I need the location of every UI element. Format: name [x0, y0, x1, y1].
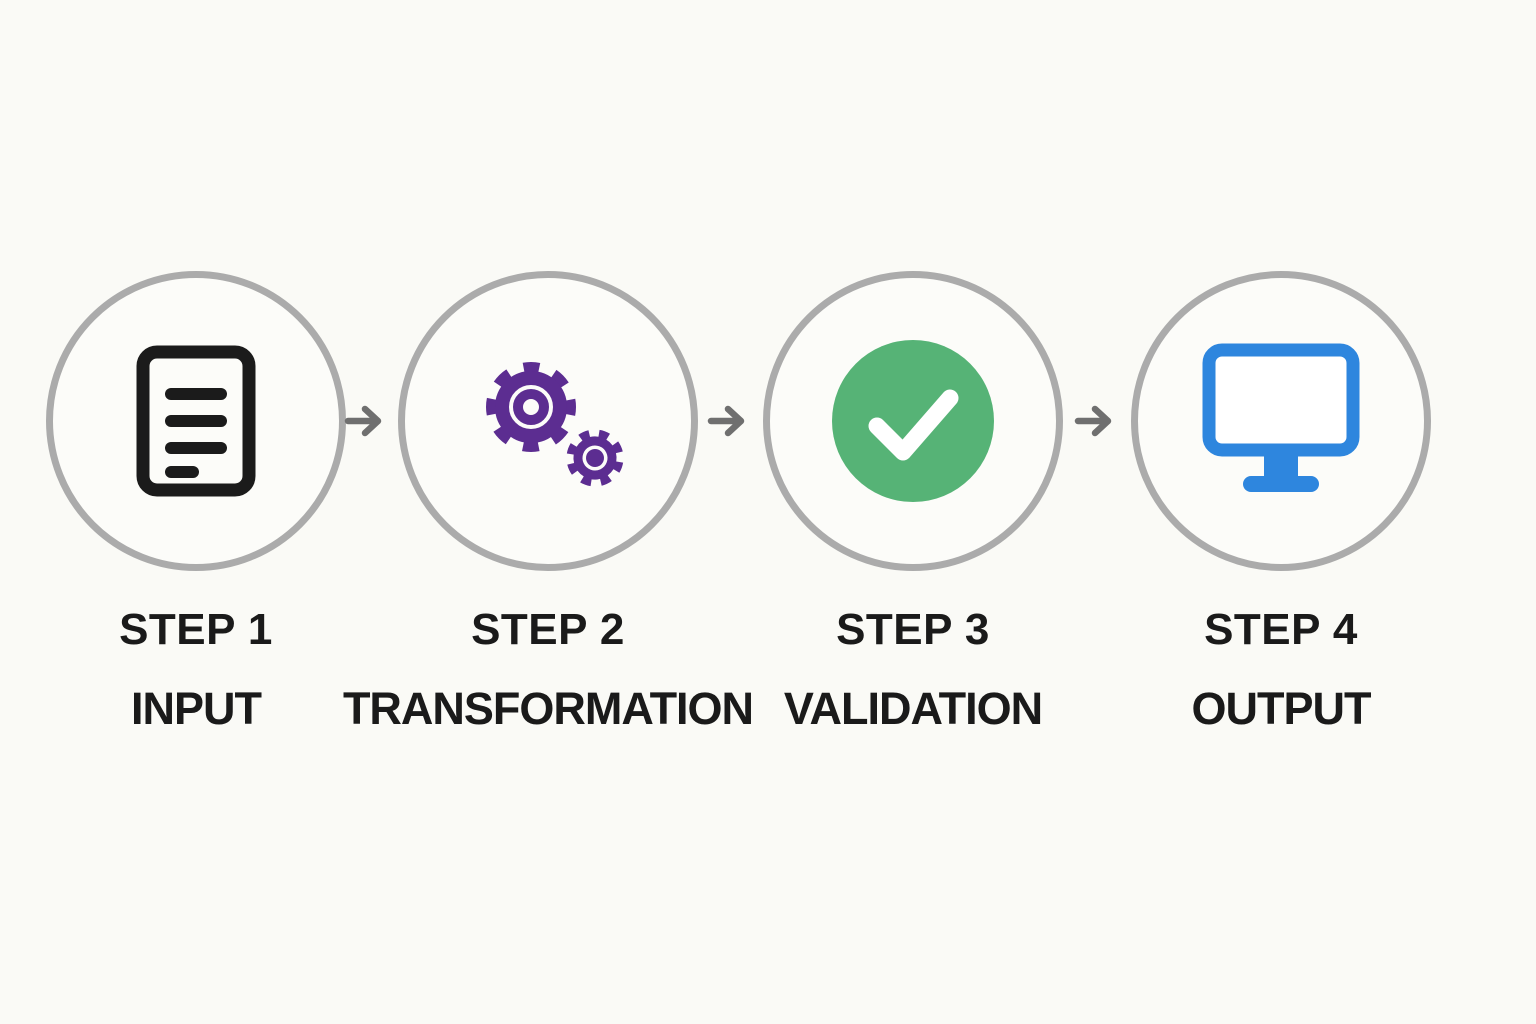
- document-icon: [136, 345, 256, 497]
- step-1-name: INPUT: [131, 683, 262, 734]
- step-4-circle: [1131, 271, 1431, 571]
- step-2-label: STEP 2: [471, 605, 625, 654]
- monitor-icon: [1202, 343, 1360, 492]
- step-1-circle: [46, 271, 346, 571]
- step-3-circle: [763, 271, 1063, 571]
- step-2: STEP 2 TRANSFORMATION: [343, 271, 754, 751]
- step-4: STEP 4 OUTPUT: [1131, 271, 1431, 751]
- step-3: STEP 3 VALIDATION: [763, 271, 1063, 751]
- step-4-name: OUTPUT: [1191, 683, 1372, 734]
- gears-icon: [486, 362, 624, 487]
- arrow-right-icon: [707, 405, 745, 437]
- step-4-label: STEP 4: [1204, 605, 1358, 654]
- step-3-label: STEP 3: [836, 605, 990, 654]
- step-1-label: STEP 1: [119, 605, 273, 654]
- step-3-name: VALIDATION: [783, 683, 1043, 734]
- checkmark-icon: [832, 340, 994, 502]
- step-1: STEP 1 INPUT: [46, 271, 346, 751]
- arrow-right-icon: [344, 405, 382, 437]
- arrow-right-icon: [1074, 405, 1112, 437]
- step-2-name: TRANSFORMATION: [342, 683, 754, 734]
- step-2-circle: [398, 271, 698, 571]
